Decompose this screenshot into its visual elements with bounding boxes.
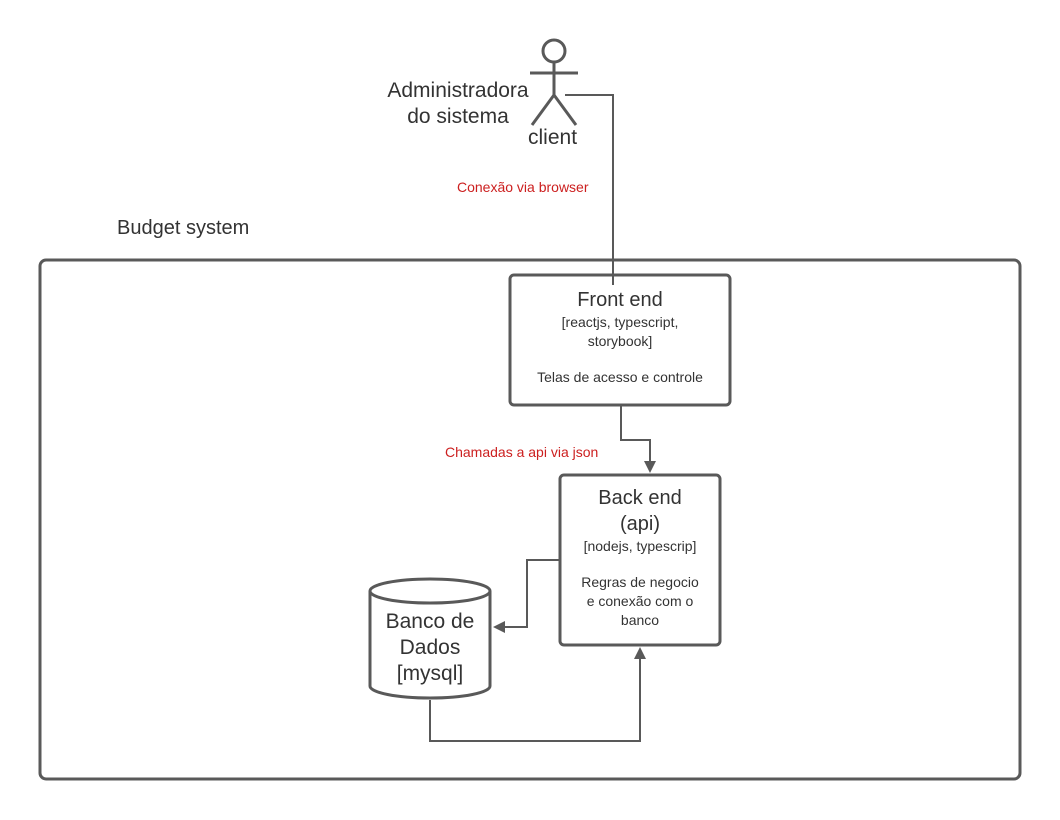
system-boundary [38, 258, 1022, 781]
backend-text: Back end (api) [nodejs, typescrip] Regra… [562, 485, 718, 630]
database-label: Banco de Dados [mysql] [385, 610, 475, 685]
actor-role-label: Administradora do sistema [387, 79, 529, 128]
frontend-backend-arrow [620, 405, 656, 473]
actor-icon [530, 38, 578, 126]
frontend-title: Front end [577, 289, 663, 311]
backend-tech: [nodejs, typescrip] [583, 538, 697, 554]
database-backend-arrow [429, 647, 646, 742]
frontend-tech: [reactjs, typescript, storybook] [561, 314, 679, 349]
database-cylinder [368, 577, 492, 700]
frontend-text: Front end [reactjs, typescript, storyboo… [512, 287, 728, 387]
backend-title: Back end (api) [598, 487, 682, 535]
boundary-label: Budget system [117, 217, 250, 239]
frontend-description: Telas de acesso e controle [537, 369, 703, 385]
actor-frontend-connector [565, 94, 614, 285]
backend-description: Regras de negocio e conexão com o banco [581, 574, 699, 628]
backend-database-arrow [493, 559, 560, 633]
api-calls-label: Chamadas a api via json [445, 444, 599, 460]
actor-name-label: client [528, 126, 578, 149]
browser-connection-label: Conexão via browser [457, 179, 589, 195]
